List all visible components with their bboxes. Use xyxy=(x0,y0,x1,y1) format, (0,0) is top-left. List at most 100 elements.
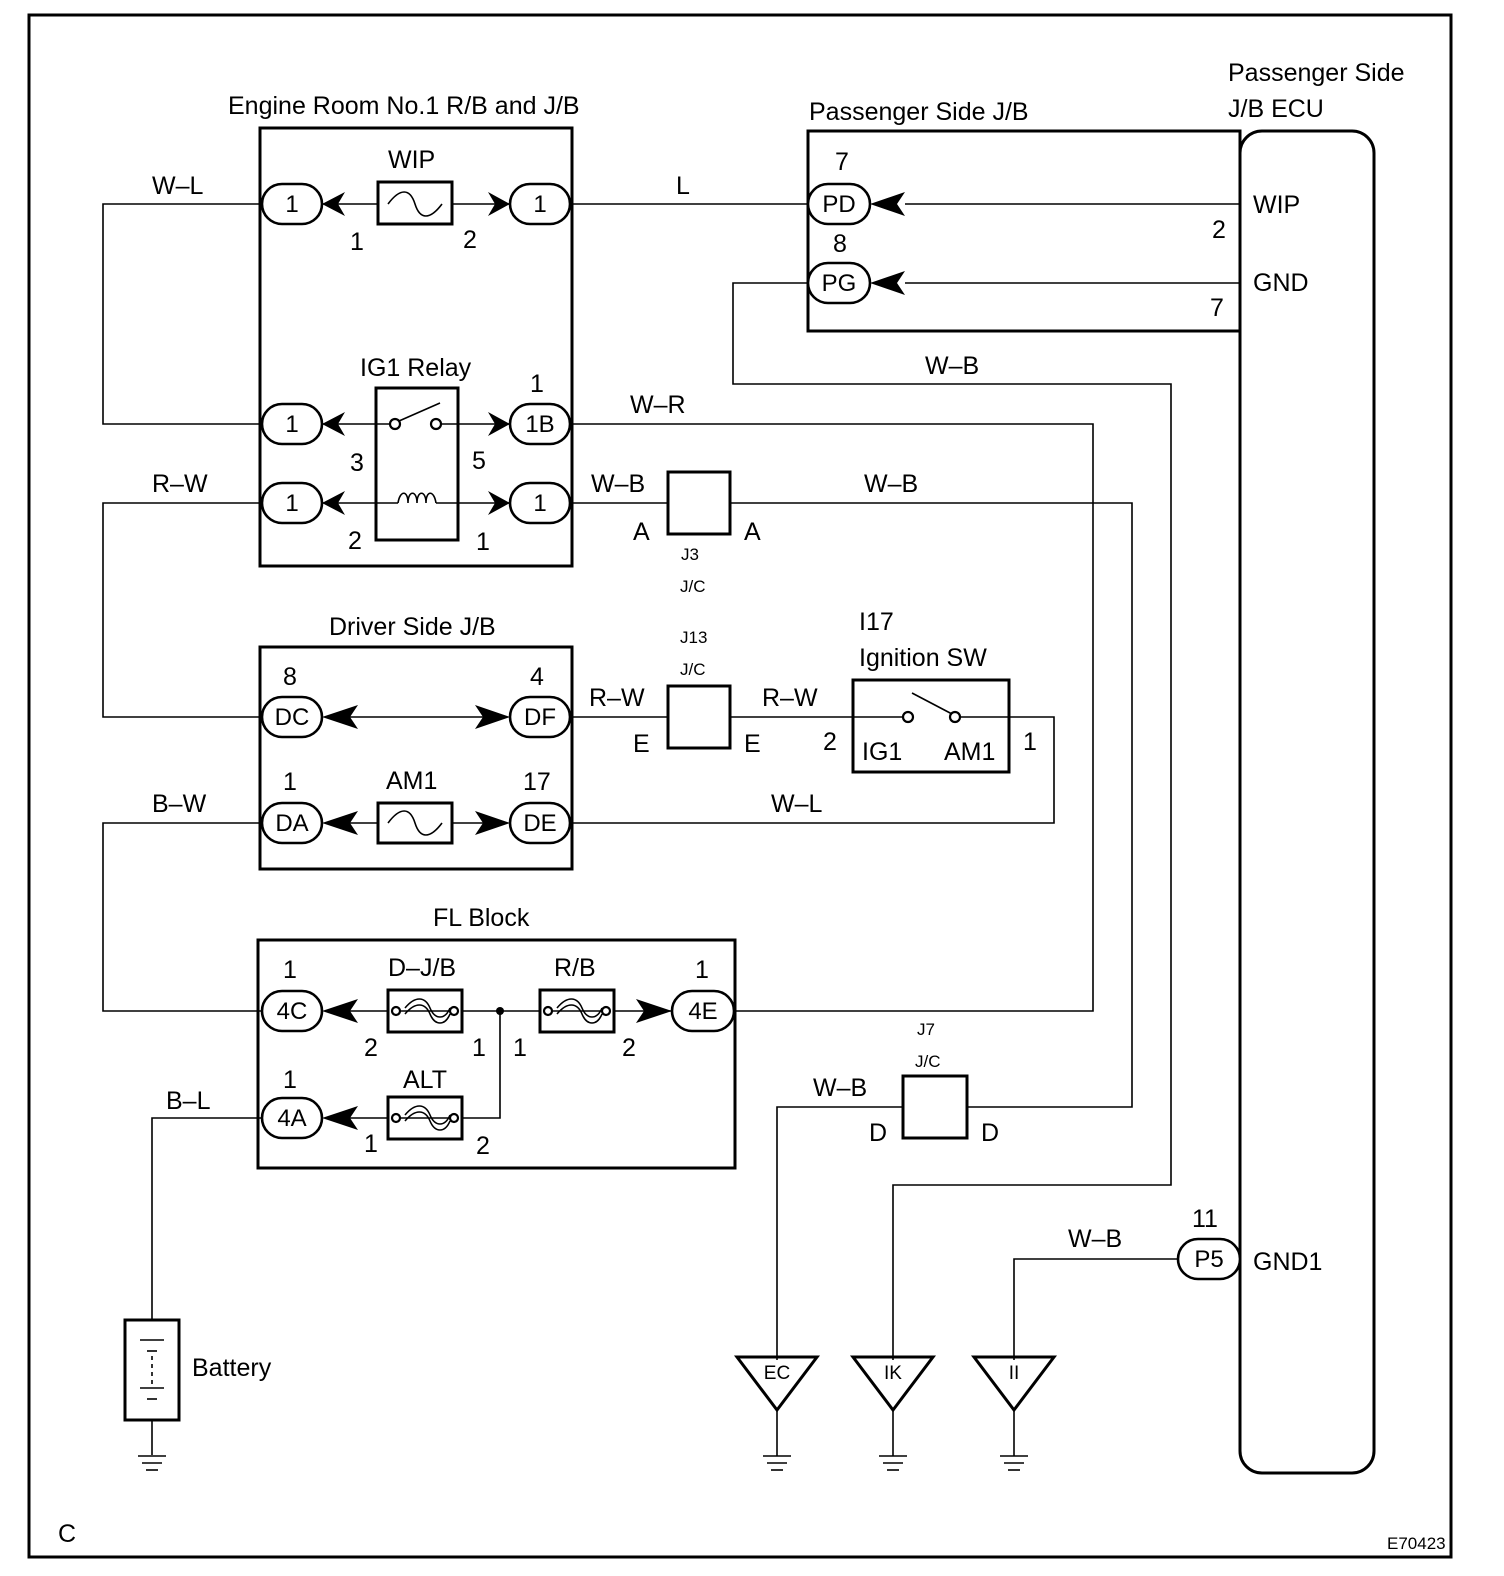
connector-de-label: DE xyxy=(523,810,556,837)
connector-er-rw-left-label: 1 xyxy=(285,490,298,517)
wire-wb-j7 xyxy=(776,1106,903,1360)
connector-pg-label: PG xyxy=(822,270,857,297)
wire-label-rw-df: R–W xyxy=(589,684,645,712)
wires xyxy=(102,203,1240,1455)
j13-type: J/C xyxy=(680,660,706,679)
j13-pin-left: E xyxy=(633,730,650,758)
relay-contact-b xyxy=(429,417,443,431)
wip-fuse-wave xyxy=(387,191,443,217)
figure-code: E70423 xyxy=(1387,1534,1446,1553)
connector-4a-label: 4A xyxy=(277,1105,306,1132)
fl-alt-link xyxy=(462,1011,501,1119)
wire-label-wl-de: W–L xyxy=(771,790,823,818)
wire-wb-j3-right xyxy=(730,502,1133,1108)
am1-fuse-wave xyxy=(387,810,443,836)
alt-fuse-label: ALT xyxy=(403,1066,447,1094)
passenger-ecu-title-1: Passenger Side xyxy=(1228,59,1405,87)
pg-pin-number: 8 xyxy=(833,230,847,258)
passenger-jb-box xyxy=(806,129,1242,333)
passenger-ecu-title-2: J/B ECU xyxy=(1228,95,1324,123)
wire-label-l: L xyxy=(676,172,690,200)
battery-ground-symbol xyxy=(138,1455,166,1471)
connector-er-wb-right: 1 xyxy=(488,481,572,525)
djb-pin-1: 1 xyxy=(472,1034,486,1062)
alt-pin-1: 1 xyxy=(364,1130,378,1158)
relay-contact-a xyxy=(388,417,402,431)
relay-pin-coil-out: 1 xyxy=(476,528,490,556)
df-pin-number: 4 xyxy=(530,663,544,691)
ignition-switch-arm xyxy=(911,692,953,715)
rb-fusible-link xyxy=(538,988,616,1034)
j3-type: J/C xyxy=(680,577,706,596)
connector-de: DE xyxy=(475,801,572,845)
driver-jb-box xyxy=(258,645,574,871)
wire-bw xyxy=(102,822,262,1012)
ground-ec xyxy=(733,1355,821,1471)
j13-junction-box xyxy=(666,684,732,750)
ecu-terminal-gnd: GND xyxy=(1253,269,1309,297)
wire-wb-p5 xyxy=(1013,1258,1178,1360)
j13-code: J13 xyxy=(680,628,707,647)
connector-4c-label: 4C xyxy=(277,998,308,1025)
ignition-pin-1: 1 xyxy=(1023,728,1037,756)
battery-symbol xyxy=(123,1318,181,1422)
ignition-terminal-am1: AM1 xyxy=(944,738,995,766)
relay-pin-coil-in: 2 xyxy=(348,527,362,555)
relay-coil xyxy=(397,492,437,504)
j7-junction-box xyxy=(901,1074,969,1140)
de-pin-number: 17 xyxy=(523,768,551,796)
rb-pin-1: 1 xyxy=(513,1034,527,1062)
connector-er-wl-left-label: 1 xyxy=(285,191,298,218)
j3-pin-left: A xyxy=(633,518,650,546)
relay-pin-sw-in: 3 xyxy=(350,449,364,477)
ignition-code: I17 xyxy=(859,608,894,636)
wire-wl-left xyxy=(102,203,262,425)
wire-label-rw-ign: R–W xyxy=(762,684,818,712)
connector-dc: DC xyxy=(260,695,358,739)
da-pin-number: 1 xyxy=(283,768,297,796)
corner-letter: C xyxy=(58,1520,76,1548)
connector-er-rw-left: 1 xyxy=(260,481,345,525)
ground-ik xyxy=(849,1355,937,1471)
connector-er-relay-left-label: 1 xyxy=(285,411,298,438)
wip-fuse-symbol xyxy=(376,180,454,226)
wire-label-bw: B–W xyxy=(152,790,207,818)
wire-wl-de xyxy=(570,716,1055,824)
ecu-wip-pin: 2 xyxy=(1212,216,1226,244)
ignition-contact-a xyxy=(901,710,915,724)
wire-label-wb-j7: W–B xyxy=(813,1074,867,1102)
connector-p5: P5 xyxy=(1176,1237,1242,1281)
connector-df-label: DF xyxy=(524,704,556,731)
connector-er-relay-left: 1 xyxy=(260,402,345,446)
alt-pin-2: 2 xyxy=(476,1132,490,1160)
djb-fuse-label: D–J/B xyxy=(388,954,456,982)
ecu-gnd-pin: 7 xyxy=(1210,294,1224,322)
wire-bl xyxy=(151,1117,262,1320)
wip-pin-out: 2 xyxy=(463,226,477,254)
fl-splice-dot xyxy=(496,1007,504,1015)
connector-da-label: DA xyxy=(275,810,308,837)
wip-pin-in: 1 xyxy=(350,228,364,256)
connector-pd: PD xyxy=(806,182,905,226)
j7-pin-right: D xyxy=(981,1119,999,1147)
j3-junction-box xyxy=(666,470,732,536)
ignition-pin-2: 2 xyxy=(823,728,837,756)
j7-pin-left: D xyxy=(869,1119,887,1147)
wire-rw-left xyxy=(102,502,262,718)
connector-dc-label: DC xyxy=(275,704,310,731)
pd-pin-number: 7 xyxy=(835,148,849,176)
relay-pin-sw-out: 5 xyxy=(472,447,486,475)
ground-ii-label: II xyxy=(1009,1363,1020,1384)
ig1-relay-symbol xyxy=(374,386,460,542)
passenger-jb-title: Passenger Side J/B xyxy=(809,98,1029,126)
4a-pin-number: 1 xyxy=(283,1066,297,1094)
wire-label-wb-j3-right: W–B xyxy=(864,470,918,498)
wire-wb-pg-ik xyxy=(732,282,1172,1360)
connector-4a: 4A xyxy=(260,1096,358,1140)
j3-pin-right: A xyxy=(744,518,761,546)
fl-block-box xyxy=(256,938,737,1170)
wire-label-wr: W–R xyxy=(630,391,686,419)
wire-label-rw-left: R–W xyxy=(152,470,208,498)
j7-code: J7 xyxy=(917,1020,935,1039)
